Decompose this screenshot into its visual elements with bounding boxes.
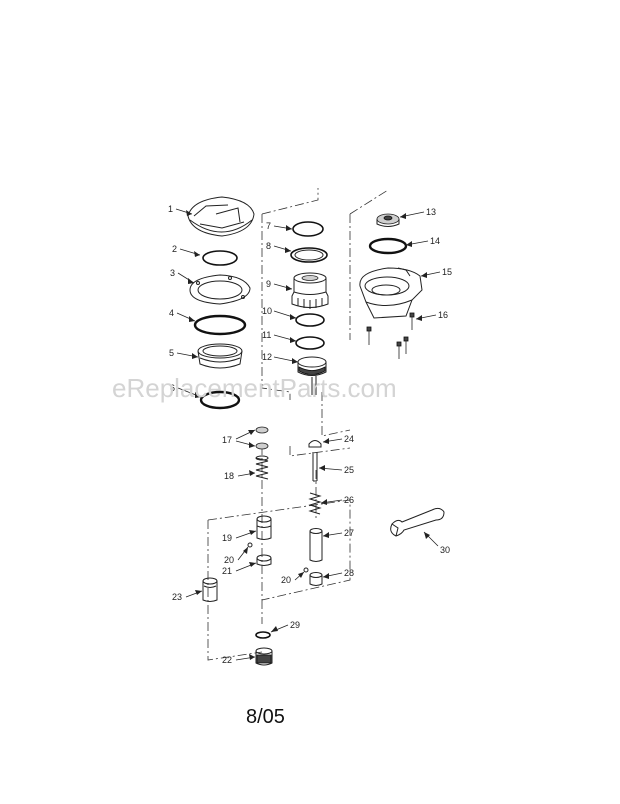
part-13-washer xyxy=(376,213,400,227)
callout-11: 11 xyxy=(262,330,271,340)
part-27-sleeve xyxy=(309,528,323,562)
part-8-ring xyxy=(290,247,328,263)
callout-2: 2 xyxy=(172,244,177,254)
callout-9: 9 xyxy=(266,279,271,289)
callout-20a: 20 xyxy=(224,555,234,565)
leader-lines xyxy=(175,208,441,661)
callout-21: 21 xyxy=(222,566,232,576)
part-24-cap xyxy=(308,440,322,448)
callout-20b: 20 xyxy=(281,575,291,585)
callout-10: 10 xyxy=(262,306,272,316)
part-10-o-ring xyxy=(295,313,325,327)
part-28-bushing xyxy=(309,572,323,586)
part-21-bushing xyxy=(256,554,272,566)
callout-27: 27 xyxy=(344,528,354,538)
part-29-o-ring xyxy=(255,631,271,639)
part-20-ball-a xyxy=(247,542,253,548)
part-23-plug xyxy=(202,577,218,602)
callout-24: 24 xyxy=(344,434,354,444)
callout-12: 12 xyxy=(262,352,272,362)
part-30-wrench xyxy=(390,507,445,537)
assembly-guide-lines xyxy=(207,188,389,661)
callout-18: 18 xyxy=(224,471,234,481)
callout-5: 5 xyxy=(169,348,174,358)
callout-26: 26 xyxy=(344,495,354,505)
part-17-washers xyxy=(255,426,269,450)
callout-7: 7 xyxy=(266,221,271,231)
callout-15: 15 xyxy=(442,267,452,277)
callout-14: 14 xyxy=(430,236,440,246)
part-14-o-ring xyxy=(368,237,408,255)
callout-30: 30 xyxy=(440,545,450,555)
callout-23: 23 xyxy=(172,592,182,602)
callout-19: 19 xyxy=(222,533,232,543)
callout-4: 4 xyxy=(169,308,174,318)
part-19-sleeve xyxy=(256,515,272,540)
part-3-gasket xyxy=(189,274,251,305)
part-22-filter xyxy=(255,647,273,666)
part-9-valve-body xyxy=(291,272,329,309)
callout-17: 17 xyxy=(222,435,232,445)
part-4-o-ring xyxy=(193,314,247,336)
part-6-o-ring xyxy=(199,390,241,410)
callout-16: 16 xyxy=(438,310,448,320)
part-20-ball-b xyxy=(303,567,309,573)
part-11-o-ring xyxy=(295,336,325,350)
callout-22: 22 xyxy=(222,655,232,665)
part-15-housing xyxy=(359,267,423,319)
part-26-spring xyxy=(308,492,322,515)
callout-8: 8 xyxy=(266,241,271,251)
part-7-o-ring xyxy=(292,221,324,237)
part-2-o-ring xyxy=(202,250,238,266)
part-16-screws xyxy=(366,312,415,359)
callout-25: 25 xyxy=(344,465,354,475)
part-5-cylinder xyxy=(197,343,243,369)
callout-29: 29 xyxy=(290,620,300,630)
callout-3: 3 xyxy=(170,268,175,278)
watermark-text: eReplacementParts.com xyxy=(112,373,397,403)
part-1-cap xyxy=(187,196,255,237)
callout-labels: 1 2 3 4 5 6 7 8 9 10 11 12 13 14 15 16 1… xyxy=(168,204,452,665)
part-18-spring xyxy=(255,455,269,480)
callout-1: 1 xyxy=(168,204,173,214)
callout-28: 28 xyxy=(344,568,354,578)
date-label: 8/05 xyxy=(246,706,285,728)
part-25-pin xyxy=(312,452,318,482)
callout-13: 13 xyxy=(426,207,436,217)
callout-6: 6 xyxy=(170,383,175,393)
